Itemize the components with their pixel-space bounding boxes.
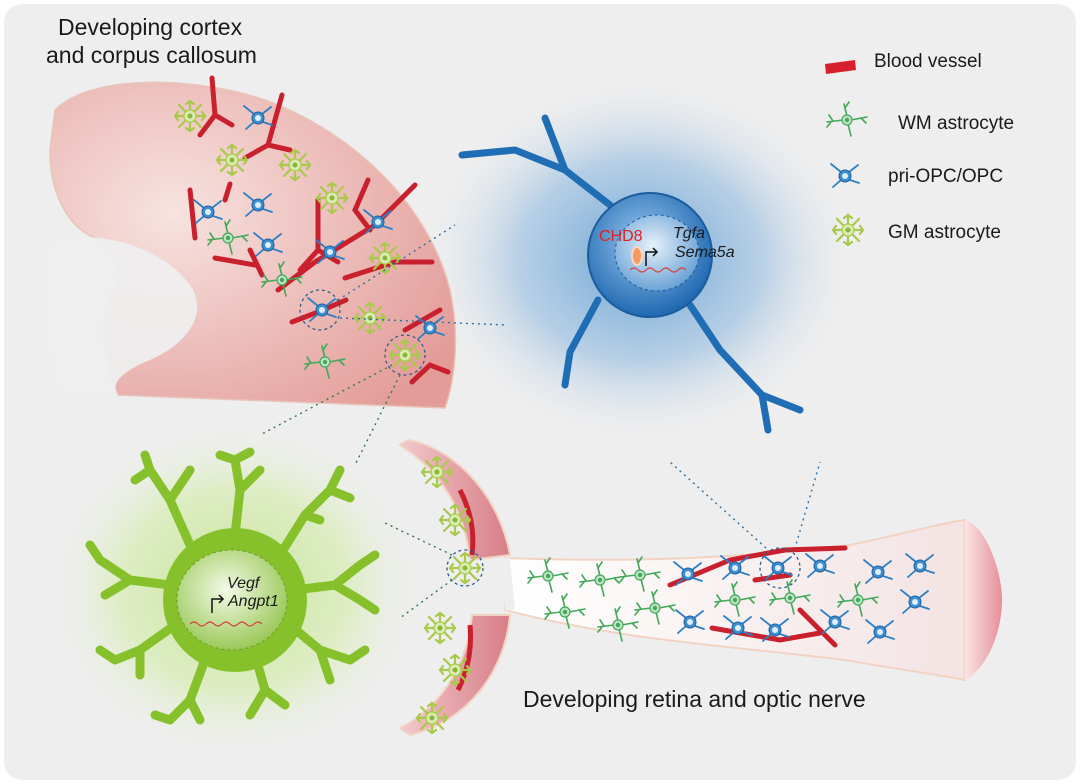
astro-gene-vegf: Vegf bbox=[227, 575, 260, 592]
cortex-title-line2: and corpus callosum bbox=[46, 42, 257, 68]
connector-lines bbox=[337, 224, 506, 326]
nerve-end-cap bbox=[965, 520, 1002, 680]
legend-blood-vessel-icon bbox=[825, 60, 856, 74]
legend-gm-astrocyte-label: GM astrocyte bbox=[888, 222, 1001, 243]
opc-magnified-cell bbox=[458, 114, 804, 434]
legend-wm-astrocyte-label: WM astrocyte bbox=[898, 113, 1015, 134]
opc-gene-sema5a: Sema5a bbox=[675, 244, 735, 261]
cortex-title-line1: Developing cortex bbox=[58, 14, 243, 40]
legend-icons bbox=[825, 60, 868, 247]
legend-gm-astrocyte-icon bbox=[831, 213, 865, 247]
astro-gene-angpt1: Angpt1 bbox=[228, 593, 279, 610]
connector-lines-nerve bbox=[669, 461, 821, 557]
opc-gene-tgfa: Tgfa bbox=[673, 225, 706, 242]
zoom-circle-retina bbox=[446, 549, 484, 587]
retina-title: Developing retina and optic nerve bbox=[523, 686, 866, 712]
legend-blood-vessel-label: Blood vessel bbox=[874, 51, 982, 72]
cortex-blood-vessels bbox=[187, 75, 451, 385]
retina-upper bbox=[398, 438, 512, 562]
ventricle-cavity bbox=[43, 237, 198, 395]
zoom-circle-gm-cortex bbox=[384, 334, 426, 376]
zoom-circle-opc-cortex bbox=[299, 289, 341, 331]
astrocyte-magnified-cell bbox=[85, 447, 380, 725]
connector-lines-green bbox=[259, 364, 453, 619]
zoom-circle-nerve bbox=[759, 547, 801, 589]
legend-opc-label: pri-OPC/OPC bbox=[888, 166, 1004, 187]
chd8-label: CHD8 bbox=[599, 228, 643, 245]
